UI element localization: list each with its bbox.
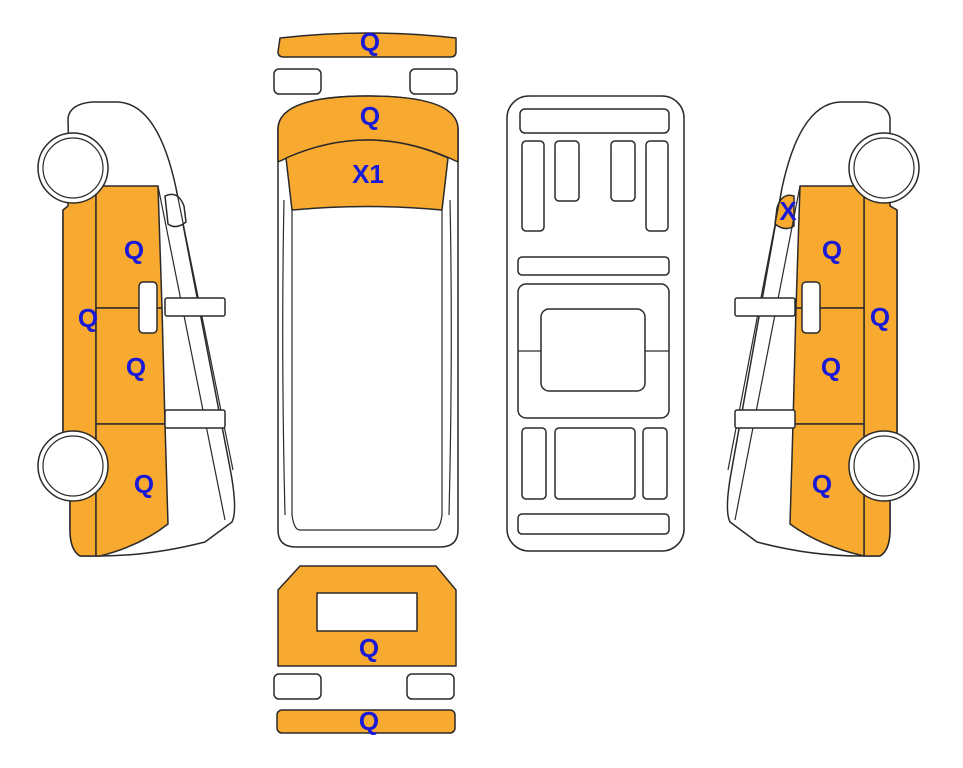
right-rear-quarter-label: Q — [812, 469, 832, 499]
left-rear-quarter-panel[interactable] — [95, 423, 169, 557]
rear-view — [273, 565, 457, 734]
right-rear-door-label: Q — [821, 352, 841, 382]
rear-left-taillight — [273, 673, 322, 700]
front-bumper-label: Q — [360, 27, 380, 57]
left-front-wheel — [37, 132, 109, 204]
right-front-door-label: Q — [822, 235, 842, 265]
right-side-view — [726, 101, 920, 557]
left-side-view — [37, 101, 236, 557]
left-door-handle — [138, 281, 158, 334]
underside-view — [506, 95, 685, 552]
hood-label: Q — [360, 101, 380, 131]
right-door-handle — [801, 281, 821, 334]
front-view — [273, 32, 458, 95]
rear-bumper-panel[interactable] — [276, 709, 456, 734]
right-front-wheel — [848, 132, 920, 204]
left-front-door-label: Q — [126, 352, 146, 382]
left-rear-quarter-label: Q — [134, 469, 154, 499]
front-left-headlight — [273, 68, 322, 95]
front-right-headlight — [409, 68, 458, 95]
left-front-edge-label: Q — [78, 303, 98, 333]
rear-window — [316, 592, 418, 632]
front-bumper-panel[interactable] — [277, 32, 457, 58]
rear-bumper-label: Q — [359, 706, 379, 736]
right-mirror-label: X — [779, 196, 797, 226]
left-front-fender-label: Q — [124, 235, 144, 265]
windshield-label: X1 — [352, 159, 384, 189]
top-view — [277, 95, 459, 548]
damage-labels: Q Q X1 Q Q Q Q X Q Q Q Q Q Q — [78, 27, 890, 736]
rear-door-label: Q — [359, 633, 379, 663]
windshield-panel[interactable] — [285, 139, 449, 211]
left-rear-wheel — [37, 430, 109, 502]
right-rear-quarter-panel[interactable] — [789, 423, 865, 557]
right-rear-wheel — [848, 430, 920, 502]
rear-right-taillight — [406, 673, 455, 700]
right-front-edge-label: Q — [870, 302, 890, 332]
